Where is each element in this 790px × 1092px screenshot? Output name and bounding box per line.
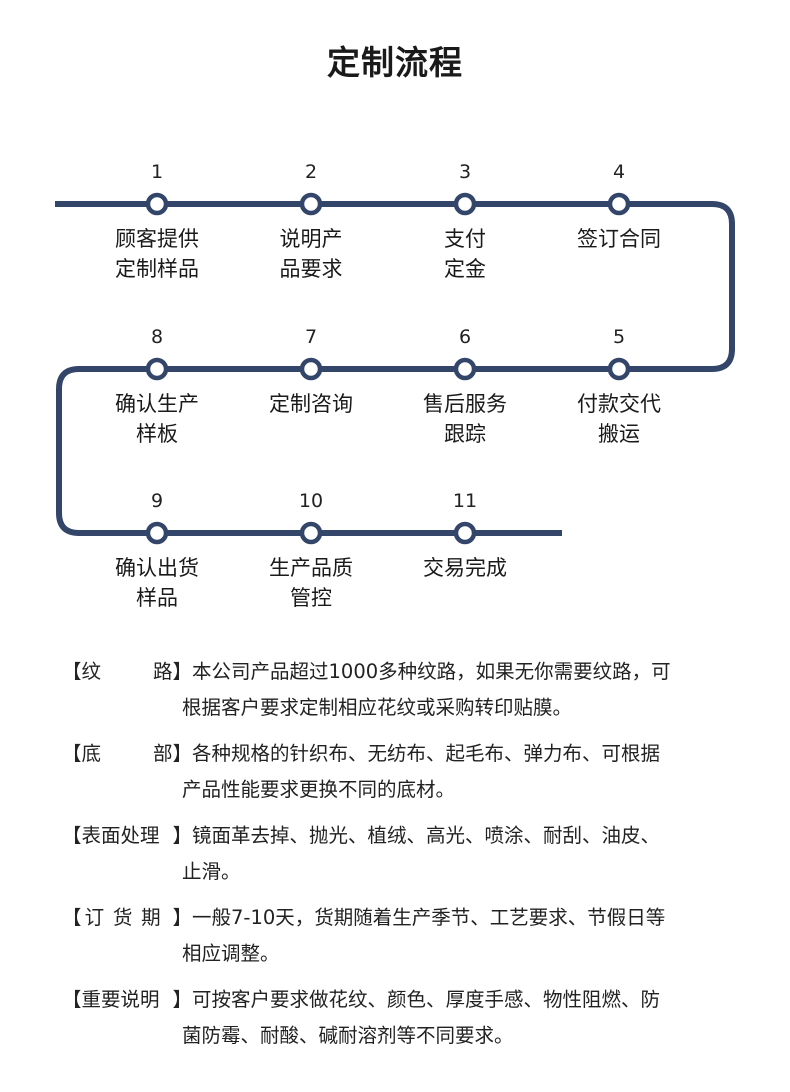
step-node [607, 192, 631, 216]
note-key-open-bracket: 【 [62, 824, 82, 847]
step-node [453, 521, 477, 545]
step-node [299, 521, 323, 545]
note-item: 【订货期】一般7-10天，货期随着生产季节、工艺要求、节假日等相应调整。 [62, 900, 742, 972]
note-text-line: 根据客户要求定制相应花纹或采购转印贴膜。 [182, 696, 573, 719]
note-key: 【表面处理】 [62, 818, 192, 854]
step-label: 顾客提供定制样品 [82, 224, 232, 284]
step-number: 8 [150, 326, 164, 348]
step-label-line: 交易完成 [423, 556, 507, 580]
note-key-label: 纹路 [81, 660, 173, 683]
step-number: 5 [612, 326, 626, 348]
step-number: 6 [458, 326, 472, 348]
note-text-line: 镜面革去掉、抛光、植绒、高光、喷涂、耐刮、油皮、 [192, 824, 661, 847]
step-node [299, 357, 323, 381]
step-node [607, 357, 631, 381]
step-label-line: 跟踪 [444, 422, 486, 446]
step-number: 11 [452, 490, 478, 512]
note-key-close-bracket: 】 [172, 742, 192, 765]
note-item: 【重要说明】可按客户要求做花纹、颜色、厚度手感、物性阻燃、防菌防霉、耐酸、碱耐溶… [62, 982, 742, 1054]
step-label-line: 签订合同 [577, 227, 661, 251]
step-label-line: 定制样品 [115, 257, 199, 281]
step-label: 付款交代搬运 [544, 389, 694, 449]
step-node [453, 357, 477, 381]
note-key-open-bracket: 【 [62, 660, 82, 683]
note-key-close-bracket: 】 [172, 988, 192, 1011]
step-label: 说明产品要求 [236, 224, 386, 284]
note-text-line: 可按客户要求做花纹、颜色、厚度手感、物性阻燃、防 [192, 988, 661, 1011]
note-key-label: 底部 [81, 742, 173, 765]
note-text-line: 各种规格的针织布、无纺布、起毛布、弹力布、可根据 [192, 742, 661, 765]
process-flow-diagram [55, 192, 735, 545]
step-label: 交易完成 [390, 553, 540, 583]
note-text-line: 止滑。 [182, 860, 241, 883]
note-key: 【纹路】 [62, 654, 192, 690]
step-label: 生产品质管控 [236, 553, 386, 613]
step-node [299, 192, 323, 216]
step-number: 1 [150, 161, 164, 183]
step-label: 支付定金 [390, 224, 540, 284]
notes-section: 【纹路】本公司产品超过1000多种纹路，如果无你需要纹路，可根据客户要求定制相应… [62, 654, 742, 1064]
step-label-line: 说明产 [279, 227, 343, 251]
note-key: 【底部】 [62, 736, 192, 772]
step-label-line: 支付 [444, 227, 486, 251]
note-key-open-bracket: 【 [62, 988, 82, 1011]
step-label-line: 定金 [444, 257, 486, 281]
step-node [145, 192, 169, 216]
note-key-label: 订货期 [84, 906, 170, 929]
step-label-line: 定制咨询 [269, 392, 353, 416]
step-label-line: 付款交代 [577, 392, 661, 416]
note-text-line: 相应调整。 [182, 942, 280, 965]
step-label-line: 确认出货 [115, 556, 199, 580]
step-number: 3 [458, 161, 472, 183]
note-key-open-bracket: 【 [62, 742, 82, 765]
step-number: 2 [304, 161, 318, 183]
note-key-close-bracket: 】 [172, 906, 192, 929]
step-number: 10 [298, 490, 324, 512]
step-label: 签订合同 [544, 224, 694, 254]
note-key-open-bracket: 【 [62, 906, 82, 929]
step-number: 7 [304, 326, 318, 348]
page-title: 定制流程 [327, 43, 463, 82]
note-key-close-bracket: 】 [172, 660, 192, 683]
note-key: 【订货期】 [62, 900, 192, 936]
step-label: 确认出货样品 [82, 553, 232, 613]
note-key-close-bracket: 】 [172, 824, 192, 847]
note-text-line: 本公司产品超过1000多种纹路，如果无你需要纹路，可 [192, 660, 671, 683]
step-node [453, 192, 477, 216]
process-connector-line [55, 201, 735, 536]
step-node [145, 357, 169, 381]
step-label-line: 样品 [136, 586, 178, 610]
step-label-line: 品要求 [279, 257, 343, 281]
step-label-line: 生产品质 [269, 556, 353, 580]
step-label: 定制咨询 [236, 389, 386, 419]
step-node [145, 521, 169, 545]
step-label-line: 管控 [290, 586, 332, 610]
step-label: 确认生产样板 [82, 389, 232, 449]
step-label-line: 顾客提供 [115, 227, 199, 251]
note-text-line: 菌防霉、耐酸、碱耐溶剂等不同要求。 [182, 1024, 514, 1047]
step-number: 9 [150, 490, 164, 512]
note-item: 【纹路】本公司产品超过1000多种纹路，如果无你需要纹路，可根据客户要求定制相应… [62, 654, 742, 726]
note-text-line: 一般7-10天，货期随着生产季节、工艺要求、节假日等 [192, 906, 666, 929]
note-key-label: 表面处理 [81, 824, 160, 847]
step-label: 售后服务跟踪 [390, 389, 540, 449]
step-number: 4 [612, 161, 626, 183]
step-label-line: 售后服务 [423, 392, 507, 416]
note-key-label: 重要说明 [81, 988, 160, 1011]
step-label-line: 搬运 [598, 422, 640, 446]
step-label-line: 样板 [136, 422, 178, 446]
note-item: 【表面处理】镜面革去掉、抛光、植绒、高光、喷涂、耐刮、油皮、止滑。 [62, 818, 742, 890]
step-label-line: 确认生产 [115, 392, 199, 416]
note-key: 【重要说明】 [62, 982, 192, 1018]
note-item: 【底部】各种规格的针织布、无纺布、起毛布、弹力布、可根据产品性能要求更换不同的底… [62, 736, 742, 808]
note-text-line: 产品性能要求更换不同的底材。 [182, 778, 456, 801]
